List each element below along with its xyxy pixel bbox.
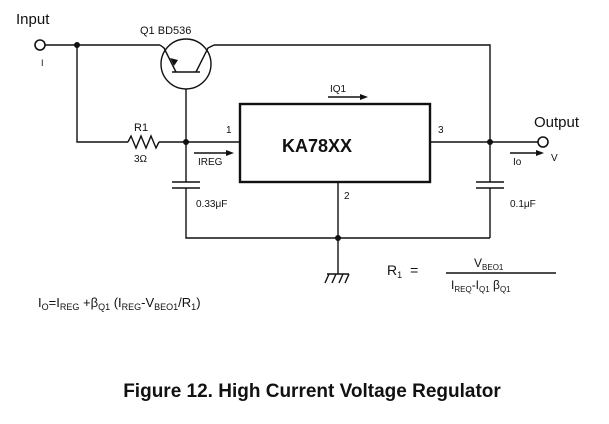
ground-symbol [324,273,350,284]
wire-left-vertical [76,45,128,143]
capacitor-output [476,181,504,189]
io-formula: IO=IREG +βQ1 (IREG-VBEO1/R1) [38,295,201,312]
output-label: Output [534,114,580,131]
junction-dot [335,235,341,241]
junction-dot [74,42,80,48]
pin1-label: 1 [226,125,232,136]
r1-formula-lhs: R1= [387,262,418,280]
r1-formula-numerator: VBEO1 [474,256,504,272]
io-arrow-head [536,150,544,156]
transistor-arrow [170,58,178,66]
input-pin-label: I [41,58,44,68]
wire-top-rail [45,44,491,142]
io-label: Io [513,157,522,168]
wire-cin-to-gnd [185,188,490,239]
transistor-label: Q1 BD536 [140,25,191,37]
output-terminal [537,136,549,148]
r1-label: R1 [134,122,148,134]
r1-value-label: 3Ω [134,154,148,165]
ic-box [238,102,432,184]
resistor-r1 [127,134,160,150]
junction-dot [487,139,493,145]
pin2-label: 2 [344,191,350,202]
input-label: Input [16,11,50,28]
transistor-emitter [159,44,177,73]
iq1-label: IQ1 [330,84,347,95]
transistor-collector [195,44,215,73]
pin3-label: 3 [438,125,444,136]
output-pin-label: V [551,153,558,164]
ic-label: KA78XX [282,136,352,156]
ireg-label: IREG [198,157,223,168]
figure-caption: Figure 12. High Current Voltage Regulato… [123,381,501,402]
cin-label: 0.33μF [196,199,227,210]
transistor-body [160,38,212,90]
input-terminal [34,39,46,51]
cout-label: 0.1μF [510,199,536,210]
ireg-arrow-head [226,150,234,156]
capacitor-input [172,181,200,189]
iq1-arrow-head [360,94,368,100]
r1-formula-denominator: IREQ-IQ1 βQ1 [451,278,511,294]
junction-dot [183,139,189,145]
